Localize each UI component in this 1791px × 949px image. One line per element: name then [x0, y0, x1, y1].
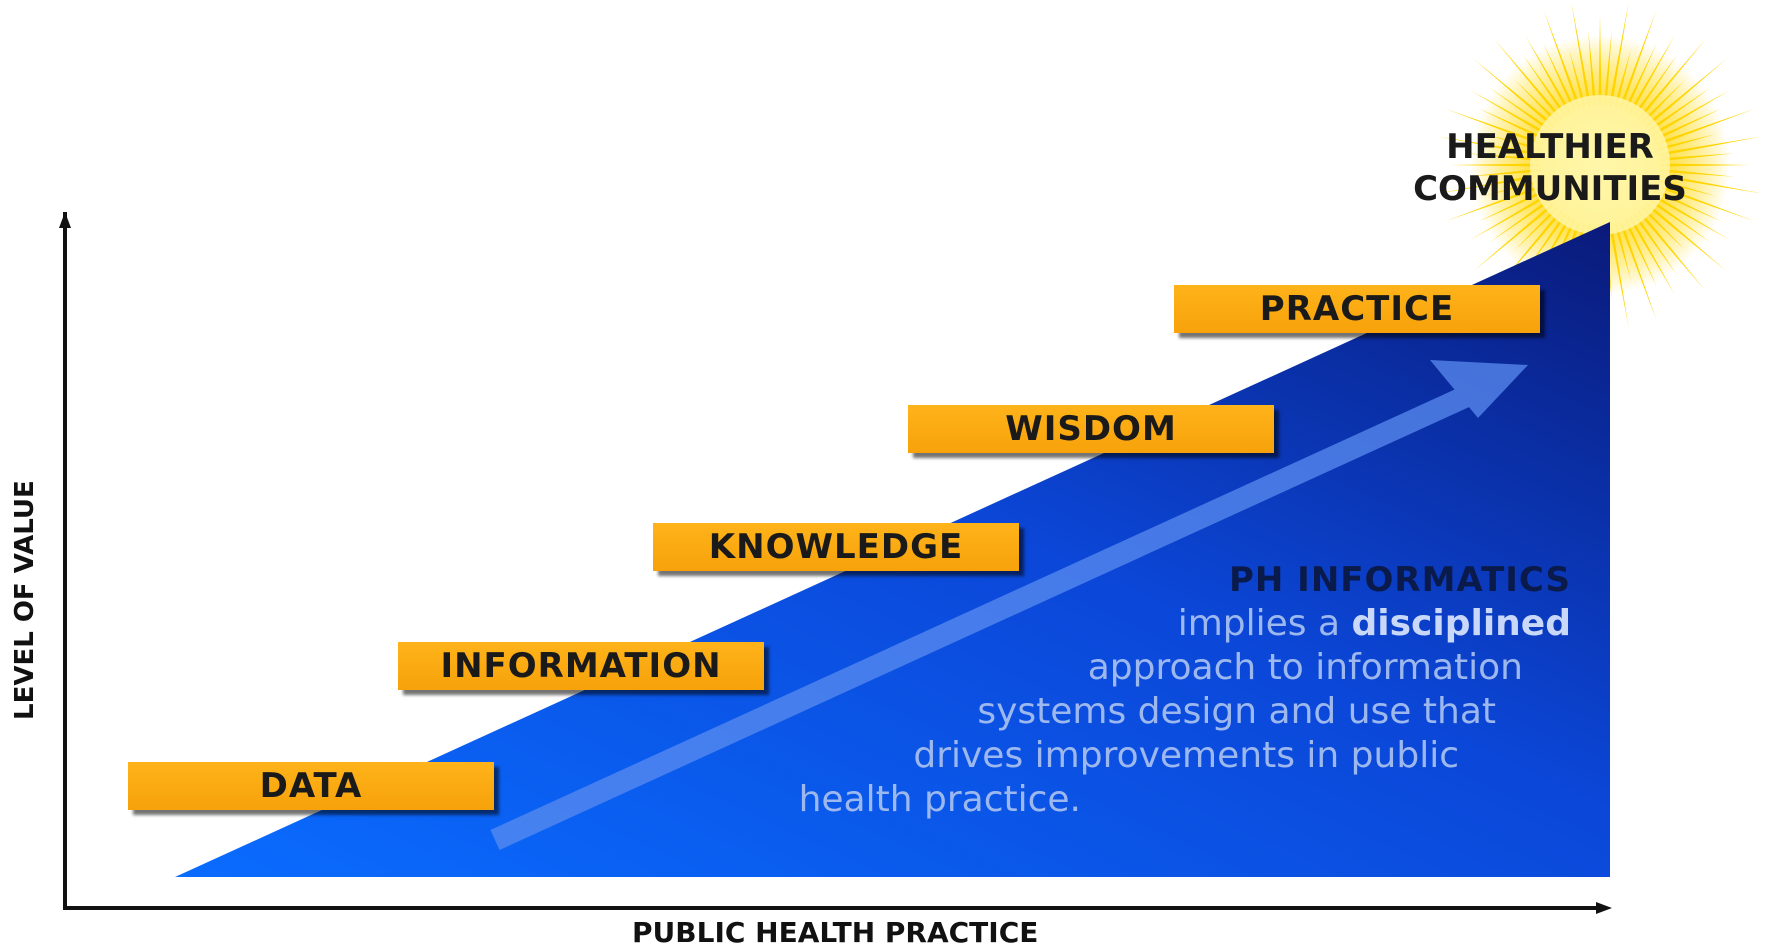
- sun-ray: [1623, 42, 1658, 112]
- informatics-line-1: implies a disciplined: [799, 602, 1571, 646]
- sun-ray: [1450, 163, 1541, 167]
- sun-ray: [1651, 193, 1730, 240]
- sun-ray: [1659, 153, 1735, 162]
- sun-ray: [1637, 38, 1707, 121]
- sun-ray: [1465, 168, 1541, 177]
- informatics-title: PH INFORMATICS: [1228, 560, 1571, 600]
- y-axis-label: LEVEL OF VALUE: [10, 480, 40, 720]
- sun-ray: [1542, 42, 1577, 112]
- sun-ray: [1571, 2, 1592, 107]
- sun-ray: [1515, 80, 1559, 124]
- informatics-line-4: drives improvements in public: [913, 735, 1459, 776]
- sun-ray: [1608, 2, 1629, 107]
- sun-ray: [1437, 173, 1542, 194]
- informatics-line-2: approach to information: [1087, 647, 1523, 688]
- sun-ray: [1525, 35, 1572, 114]
- sun-ray: [1465, 153, 1541, 162]
- sun-ray: [1648, 87, 1711, 132]
- sun-ray: [1489, 198, 1552, 243]
- sun-ray: [1484, 133, 1543, 151]
- sun-ray: [1473, 58, 1556, 128]
- sun-ray: [1470, 193, 1549, 240]
- x-axis-label: PUBLIC HEALTH PRACTICE: [632, 916, 1039, 949]
- x-axis-arrowhead: [1596, 902, 1612, 914]
- sun-core: [1530, 95, 1670, 235]
- sun-ray: [1641, 80, 1685, 124]
- sun-ray: [1644, 202, 1727, 272]
- goal-label-line-2: COMMUNITIES: [1413, 169, 1687, 209]
- sun-ray: [1659, 168, 1735, 177]
- sun-ray: [1623, 218, 1658, 288]
- sun-ray: [1477, 188, 1547, 223]
- sun-ray: [1603, 30, 1612, 106]
- sun-ray: [1473, 202, 1556, 272]
- sun-ray: [1657, 133, 1716, 151]
- y-axis-arrowhead: [59, 212, 71, 228]
- sun-ray: [1444, 108, 1545, 146]
- sun-ray: [1619, 9, 1657, 110]
- sun-ray: [1651, 90, 1730, 137]
- sun-ray: [1470, 90, 1549, 137]
- step-information: INFORMATION: [398, 642, 764, 690]
- step-knowledge: KNOWLEDGE: [653, 523, 1019, 571]
- sun-ray: [1522, 54, 1567, 117]
- informatics-emphasis: disciplined: [1351, 603, 1571, 644]
- sun-ray: [1444, 184, 1545, 222]
- informatics-line-3: systems design and use that: [977, 691, 1496, 732]
- sun-ray: [1658, 173, 1763, 194]
- sun-ray: [1644, 58, 1727, 128]
- goal-label: HEALTHIER COMMUNITIES: [1380, 126, 1780, 210]
- sun-ray: [1608, 223, 1629, 328]
- goal-label-line-1: HEALTHIER: [1446, 127, 1654, 167]
- sun-ray: [1655, 108, 1756, 146]
- sun-ray: [1648, 198, 1711, 243]
- sun-ray: [1628, 216, 1675, 295]
- sun-ray: [1493, 38, 1563, 121]
- sun-ray: [1653, 188, 1723, 223]
- sun-ray: [1515, 206, 1559, 250]
- sun-ray: [1484, 179, 1543, 197]
- step-practice: PRACTICE: [1174, 285, 1540, 333]
- sun-ray: [1657, 179, 1716, 197]
- informatics-line-1-text: implies a: [1177, 603, 1352, 644]
- sun-ray: [1628, 35, 1675, 114]
- informatics-line-5: health practice.: [798, 779, 1081, 820]
- sun-ray: [1659, 163, 1750, 167]
- progress-arrow: [490, 360, 1528, 851]
- sun-ray: [1658, 136, 1763, 157]
- sun-ray: [1641, 206, 1685, 250]
- sun-ray: [1619, 220, 1657, 321]
- sun-ray: [1489, 87, 1552, 132]
- step-data: DATA: [128, 762, 494, 810]
- sun-ray: [1437, 136, 1542, 157]
- sun-ray: [1653, 107, 1723, 142]
- sun-ray: [1633, 213, 1678, 276]
- sun-ray: [1588, 30, 1597, 106]
- sun-ray: [1598, 15, 1602, 106]
- sun-ray: [1614, 222, 1632, 281]
- sun-ray: [1568, 49, 1586, 108]
- sun-ray: [1477, 107, 1547, 142]
- step-wisdom: WISDOM: [908, 405, 1274, 453]
- sun-ray: [1655, 184, 1756, 222]
- axes: [59, 212, 1612, 914]
- sun-ray: [1614, 49, 1632, 108]
- informatics-description: PH INFORMATICS implies a disciplined app…: [799, 560, 1571, 822]
- sun-ray: [1543, 9, 1581, 110]
- sun-ray: [1637, 209, 1707, 292]
- sun-ray: [1633, 54, 1678, 117]
